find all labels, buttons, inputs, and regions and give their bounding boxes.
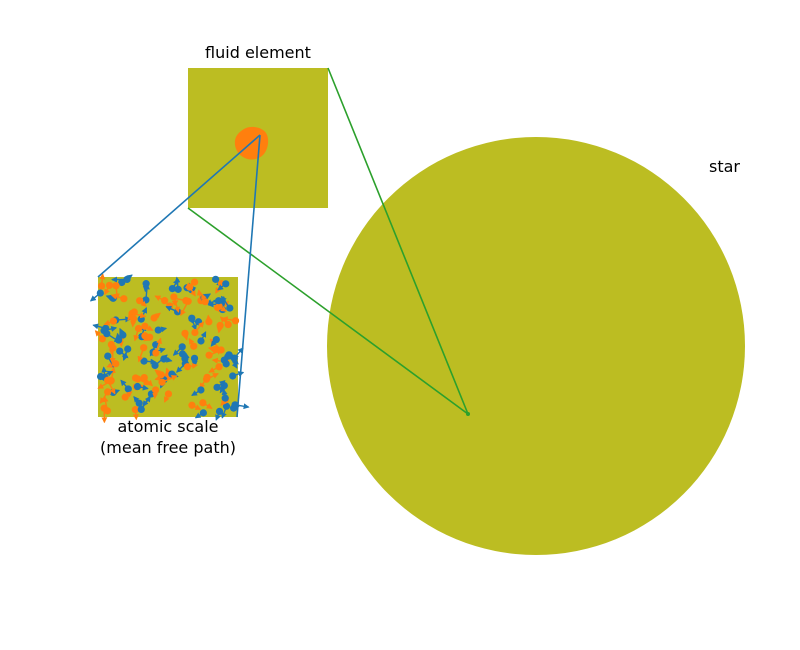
- orange-particle: [146, 333, 154, 341]
- blue-particle: [140, 357, 148, 365]
- blue-particle: [215, 297, 223, 305]
- blue-particle: [133, 382, 142, 391]
- orange-particle: [141, 322, 149, 330]
- blue-particle: [142, 296, 150, 304]
- blue-particle: [188, 314, 196, 322]
- star-circle: [327, 137, 745, 555]
- orange-particle: [203, 373, 211, 381]
- orange-particle: [231, 317, 240, 325]
- atomic-scale-label: atomic scale: [117, 417, 218, 436]
- blue-particle: [222, 402, 231, 410]
- blue-particle: [197, 386, 205, 394]
- orange-particle: [104, 388, 112, 396]
- star-zoom-point: [466, 412, 470, 416]
- fluid-element-label: fluid element: [205, 43, 311, 62]
- orange-particle: [131, 406, 140, 414]
- orange-particle: [100, 404, 108, 412]
- orange-particle: [134, 324, 143, 333]
- orange-particle: [183, 363, 192, 371]
- blue-particle: [118, 278, 126, 287]
- blue-particle: [168, 284, 176, 293]
- blue-particle: [142, 280, 150, 288]
- orange-particle: [120, 295, 128, 303]
- orange-particle: [224, 320, 232, 329]
- orange-particle: [199, 399, 207, 407]
- orange-particle: [97, 282, 106, 290]
- zoom-lines-star-to-fluid: [187, 67, 469, 415]
- orange-particle: [103, 376, 112, 384]
- blue-particle: [190, 354, 199, 362]
- blue-particle: [221, 394, 229, 402]
- blue-particle: [135, 399, 143, 407]
- blue-particle: [103, 330, 111, 338]
- blue-particle: [222, 280, 230, 288]
- orange-particle: [134, 375, 142, 383]
- orange-particle: [186, 283, 194, 291]
- orange-particle: [157, 371, 165, 379]
- blue-particle: [151, 361, 159, 370]
- blue-particle: [160, 355, 168, 363]
- blue-particle: [226, 304, 234, 312]
- blue-particle: [213, 383, 221, 391]
- blue-particle: [212, 335, 220, 344]
- orange-particle: [215, 363, 223, 371]
- blue-particle: [199, 409, 207, 417]
- blue-particle: [212, 275, 220, 283]
- blue-particle: [104, 352, 112, 360]
- orange-particle: [216, 321, 224, 329]
- orange-particle: [170, 293, 178, 301]
- orange-particle: [164, 390, 173, 398]
- orange-particle: [152, 349, 160, 357]
- blue-particle: [96, 289, 104, 297]
- orange-particle: [129, 314, 138, 322]
- blue-particle: [215, 407, 224, 416]
- orange-particle: [215, 302, 223, 311]
- blue-particle: [225, 351, 233, 359]
- atomic-scale-sublabel: (mean free path): [100, 438, 236, 457]
- orange-particle: [188, 401, 196, 409]
- blue-particle: [96, 372, 105, 381]
- orange-particle: [98, 335, 106, 343]
- blue-particle: [137, 405, 145, 414]
- blue-particle: [123, 275, 131, 284]
- orange-particle: [190, 278, 199, 286]
- orange-particle: [121, 393, 129, 401]
- blue-particle: [229, 372, 237, 380]
- blue-particle: [231, 401, 239, 409]
- orange-particle: [191, 328, 199, 337]
- orange-particle: [140, 344, 148, 352]
- orange-particle: [161, 297, 169, 305]
- blue-particle: [124, 385, 132, 393]
- orange-particle: [109, 317, 118, 325]
- blue-particle: [222, 360, 230, 368]
- blue-particle: [197, 337, 205, 345]
- orange-particle: [184, 297, 192, 305]
- blue-particle: [124, 345, 132, 353]
- orange-particle: [105, 281, 114, 289]
- orange-particle: [181, 329, 189, 337]
- blue-particle: [154, 326, 162, 334]
- blue-particle: [174, 285, 182, 293]
- orange-particle: [112, 282, 120, 290]
- star-label: star: [709, 157, 740, 176]
- particles-layer: [89, 273, 250, 424]
- orange-particle: [205, 318, 213, 326]
- zoom-lines-fluid-to-atomic: [97, 134, 261, 418]
- blue-particle: [119, 331, 127, 339]
- blue-particle: [116, 347, 124, 355]
- orange-particle: [109, 344, 117, 352]
- orange-particle: [151, 386, 160, 394]
- orange-particle: [205, 351, 213, 359]
- orange-particle: [112, 360, 120, 368]
- orange-particle: [136, 297, 144, 305]
- orange-particle: [150, 314, 158, 322]
- orange-particle: [130, 308, 138, 316]
- orange-particle: [201, 298, 209, 306]
- orange-particle: [190, 342, 198, 350]
- blue-particle: [178, 343, 186, 351]
- orange-particle: [158, 378, 166, 386]
